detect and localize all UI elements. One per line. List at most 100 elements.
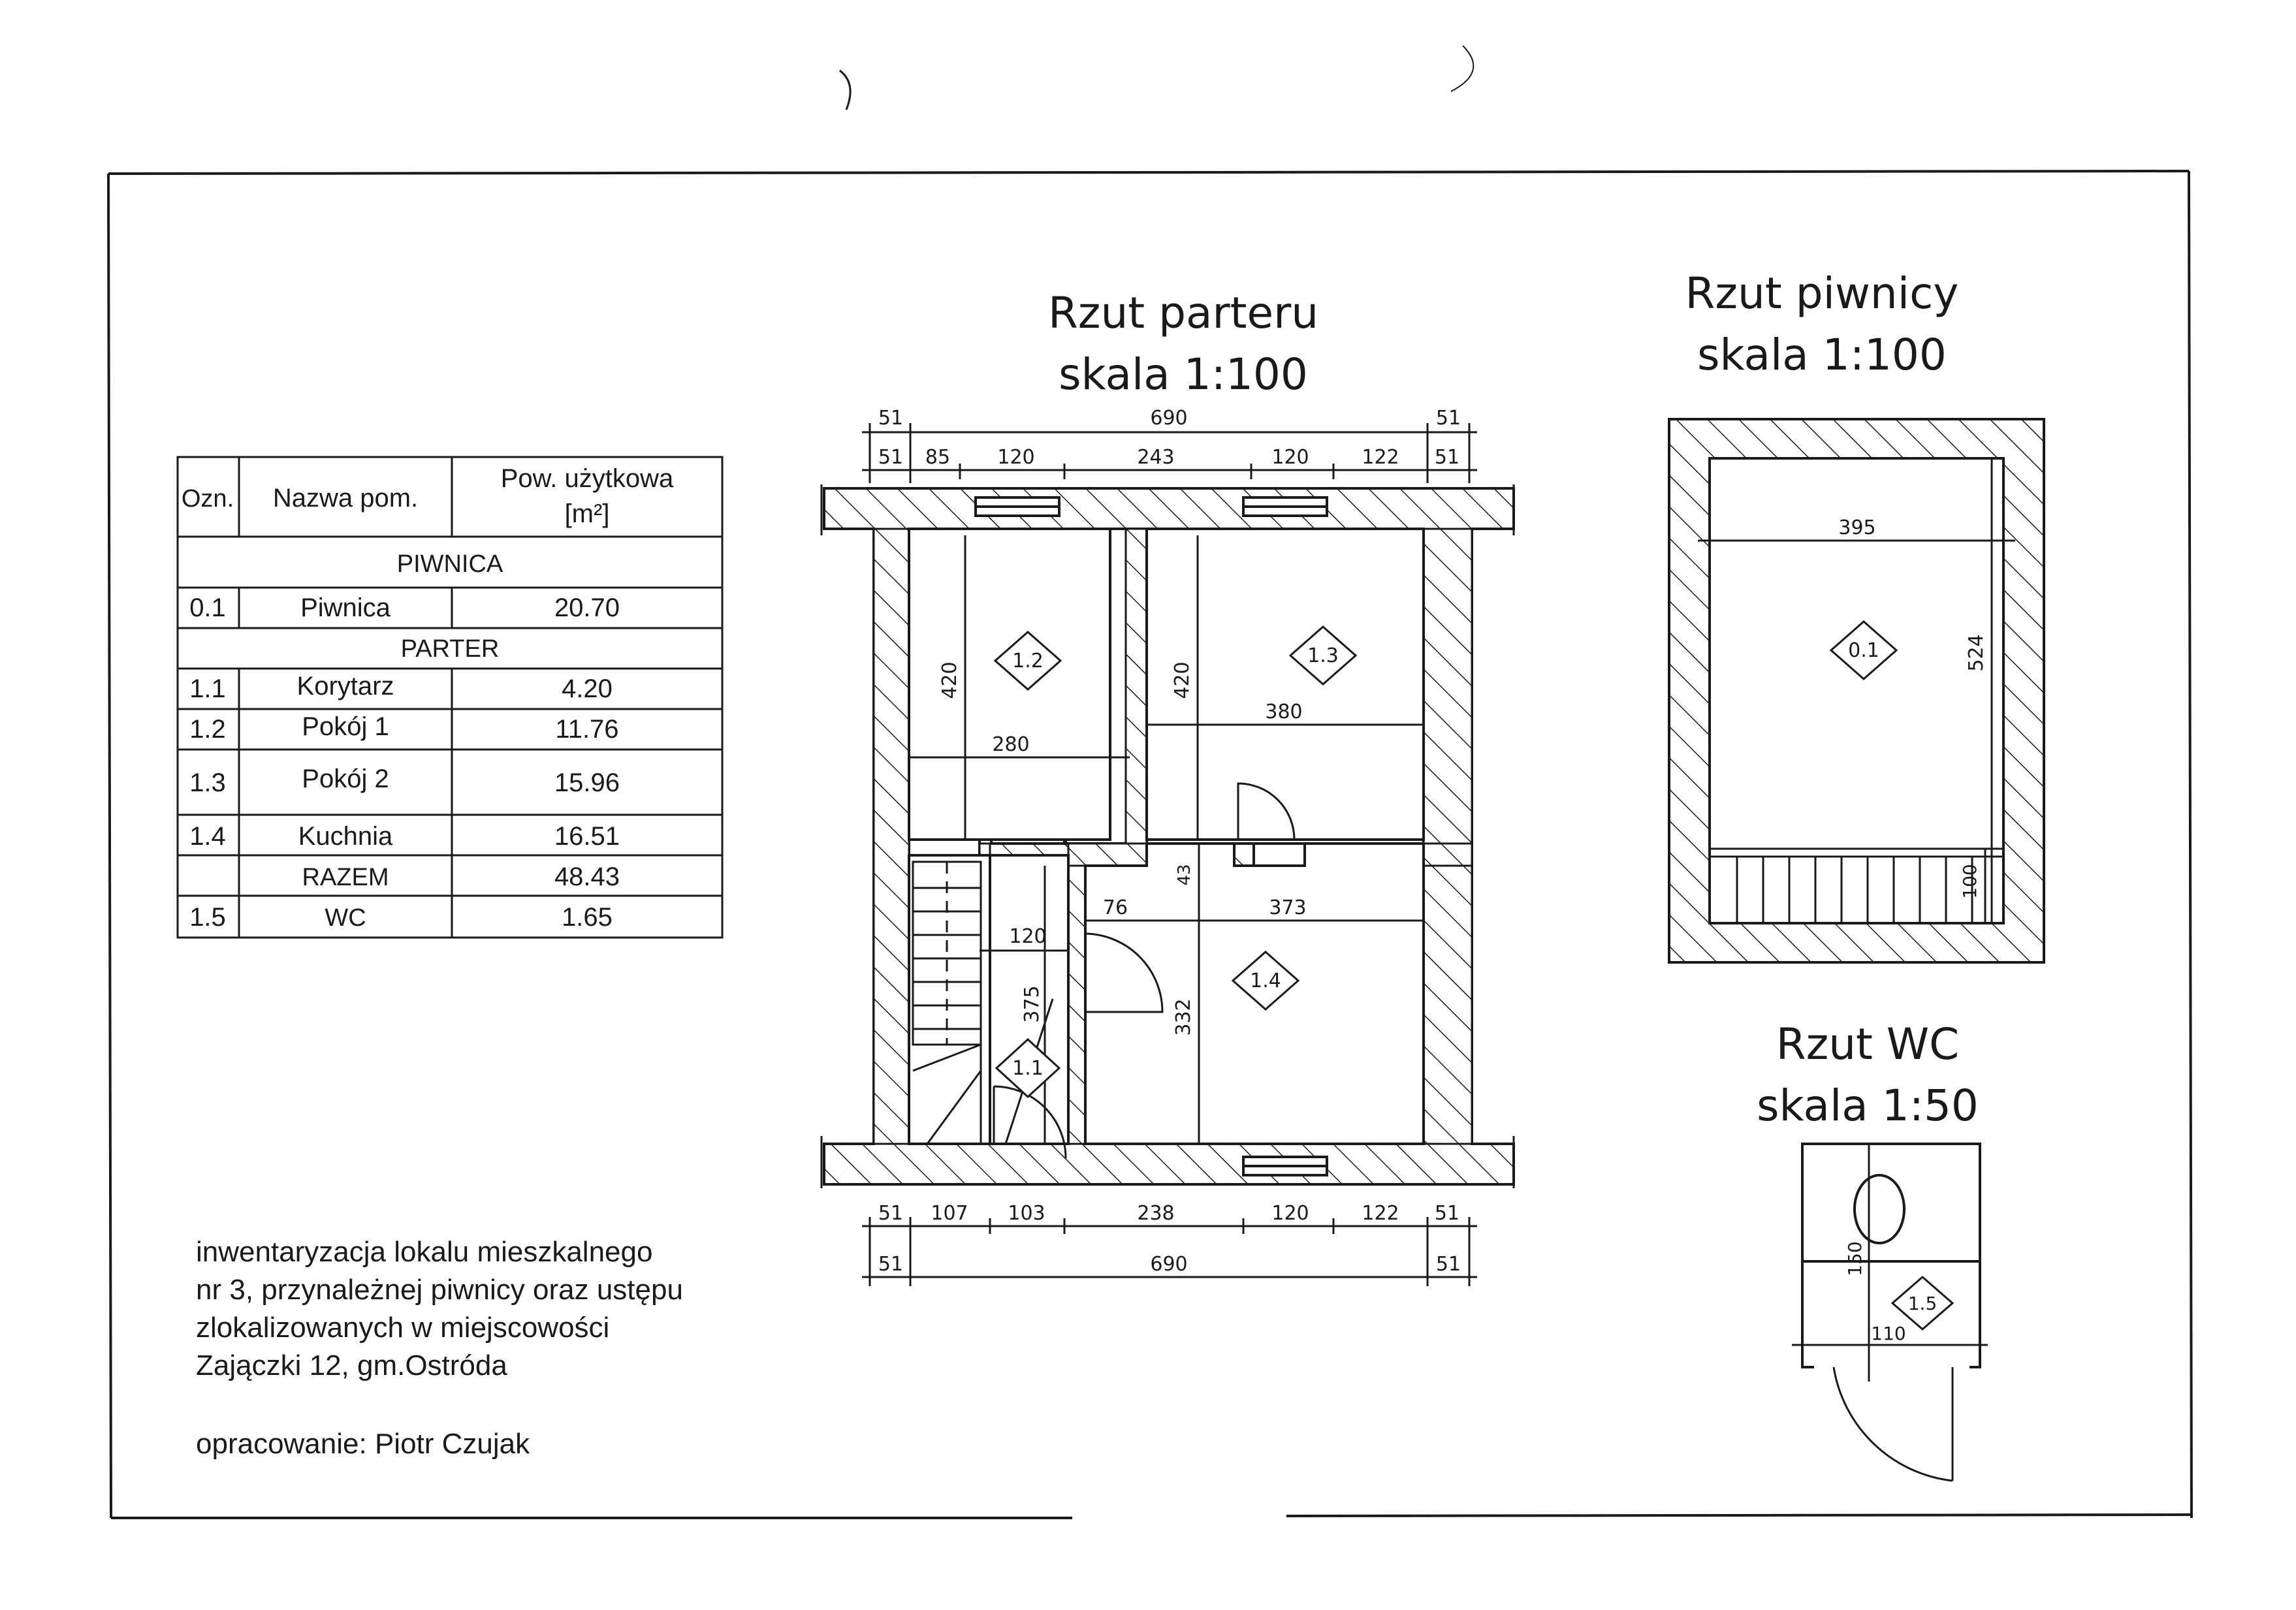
dim-label: 380 <box>1265 701 1302 723</box>
dim-label: 395 <box>1838 516 1875 539</box>
dim-label: 280 <box>992 733 1029 756</box>
table-cell-name: Piwnica <box>300 593 391 622</box>
table-section-piwnica: PIWNICA <box>397 550 503 578</box>
table-cell-area: 4.20 <box>562 674 613 703</box>
plan-piwnica: Rzut piwnicy skala 1:100 395 524 100 <box>1668 268 2045 964</box>
dim-label: 420 <box>1171 661 1194 699</box>
table-cell-ozn: 1.4 <box>189 822 226 851</box>
room-marker-label: 1.1 <box>1012 1057 1044 1080</box>
table-cell-ozn: 1.3 <box>189 768 226 797</box>
dim-label: 120 <box>1009 925 1046 948</box>
note-line: nr 3, przynależnej piwnicy oraz ustępu <box>196 1274 683 1306</box>
dim-label: 85 <box>925 446 950 469</box>
room-marker: 0.1 <box>1829 620 1898 680</box>
dim-label: 76 <box>1103 896 1128 919</box>
plan-parter-scale: skala 1:100 <box>1059 349 1308 400</box>
scan-mark <box>839 69 852 110</box>
room-marker-label: 1.2 <box>1012 650 1044 672</box>
plan-wc: Rzut WC skala 1:50 110 150 1.5 <box>1757 1019 1988 1482</box>
table-cell-name: Pokój 1 <box>302 712 389 741</box>
dim-label: 420 <box>938 661 961 699</box>
dim-label: 51 <box>878 446 903 469</box>
note-line: inwentaryzacja lokalu mieszkalnego <box>196 1236 652 1268</box>
scan-mark <box>1450 45 1475 92</box>
stairs <box>1708 847 2005 924</box>
dim-label: 238 <box>1137 1202 1174 1225</box>
dim-label: 51 <box>1436 1253 1461 1276</box>
dim-label: 51 <box>878 1253 903 1276</box>
room-marker-label: 1.3 <box>1307 644 1339 667</box>
dim-label: 51 <box>1435 1202 1459 1225</box>
plan-parter-title: Rzut parteru <box>1048 288 1318 338</box>
dim-label: 690 <box>1150 407 1187 430</box>
table-cell-name: Kuchnia <box>298 822 393 851</box>
cut-marks <box>820 484 1515 1188</box>
dim-label: 51 <box>1436 407 1461 430</box>
dims-parter-interior <box>909 535 1424 1144</box>
dim-label: 122 <box>1362 446 1399 469</box>
note-line: zlokalizowanych w miejscowości <box>196 1312 609 1344</box>
table-razem-value: 48.43 <box>554 862 620 891</box>
room-marker-label: 0.1 <box>1848 639 1879 662</box>
room-marker: 1.4 <box>1231 951 1300 1011</box>
dim-label: 100 <box>1959 864 1981 898</box>
dims-piwnica <box>1698 458 2015 923</box>
table-cell-area: 15.96 <box>554 768 620 797</box>
dim-label: 107 <box>931 1202 968 1225</box>
dim-label: 51 <box>1435 446 1459 469</box>
table-section-parter: PARTER <box>401 635 500 663</box>
table-cell-name: Pokój 2 <box>302 765 389 793</box>
room-table: Ozn. Nazwa pom. Pow. użytkowa [m²] PIWNI… <box>176 456 724 939</box>
room-marker: 1.2 <box>993 631 1062 691</box>
dims-parter-bottom <box>862 1217 1477 1286</box>
table-cell-ozn: 1.5 <box>189 903 226 932</box>
dim-label: 690 <box>1150 1253 1187 1276</box>
door-wc <box>1832 1366 1954 1482</box>
dim-label: 122 <box>1362 1202 1399 1225</box>
table-header-name: Nazwa pom. <box>273 484 418 513</box>
dim-label: 103 <box>1008 1202 1045 1225</box>
room-interiors <box>908 528 1425 1145</box>
table-razem-label: RAZEM <box>302 864 389 891</box>
room-marker: 1.5 <box>1890 1276 1954 1331</box>
dim-label: 375 <box>1021 985 1044 1022</box>
table-cell-area: 16.51 <box>554 822 620 851</box>
dim-label: 51 <box>878 407 903 430</box>
toilet-icon <box>1853 1174 1905 1244</box>
sheet-frame <box>107 170 2193 1519</box>
room-marker-label: 1.4 <box>1250 970 1281 992</box>
room-marker: 1.1 <box>995 1037 1061 1099</box>
windows <box>974 496 1328 1176</box>
table-cell-area: 20.70 <box>554 593 620 622</box>
dim-label: 43 <box>1175 864 1194 885</box>
table-header-ozn: Ozn. <box>182 485 234 513</box>
description-note: inwentaryzacja lokalu mieszkalnego nr 3,… <box>196 1236 683 1460</box>
plan-piwnica-scale: skala 1:100 <box>1697 330 1947 380</box>
table-header-unit: [m²] <box>565 499 610 528</box>
dim-label: 120 <box>1271 1202 1309 1225</box>
table-header-area: Pow. użytkowa <box>501 464 674 493</box>
dims-parter-top <box>862 423 1477 483</box>
dims-wc <box>1792 1144 1988 1381</box>
dim-label: 524 <box>1965 634 1988 671</box>
room-marker: 1.3 <box>1288 625 1358 686</box>
dim-label: 120 <box>997 446 1034 469</box>
table-cell-ozn: 1.2 <box>189 715 226 744</box>
dim-label: 110 <box>1871 1323 1905 1344</box>
table-cell-name: Korytarz <box>297 672 394 701</box>
dim-label: 150 <box>1844 1241 1866 1276</box>
plan-parter: Rzut parteru skala 1:100 <box>820 288 1515 1286</box>
plan-wc-title: Rzut WC <box>1776 1019 1960 1069</box>
dim-label: 51 <box>878 1202 903 1225</box>
dim-label: 120 <box>1271 446 1309 469</box>
table-cell-ozn: 1.1 <box>189 674 226 703</box>
room-marker-label: 1.5 <box>1908 1293 1937 1314</box>
dim-label: 332 <box>1172 998 1195 1035</box>
dim-label: 243 <box>1137 446 1174 469</box>
plan-piwnica-title: Rzut piwnicy <box>1685 268 1959 319</box>
note-author: opracowanie: Piotr Czujak <box>196 1428 530 1460</box>
plan-wc-scale: skala 1:50 <box>1757 1081 1979 1131</box>
note-line: Zajączki 12, gm.Ostróda <box>196 1350 507 1381</box>
table-cell-area: 1.65 <box>562 903 613 932</box>
